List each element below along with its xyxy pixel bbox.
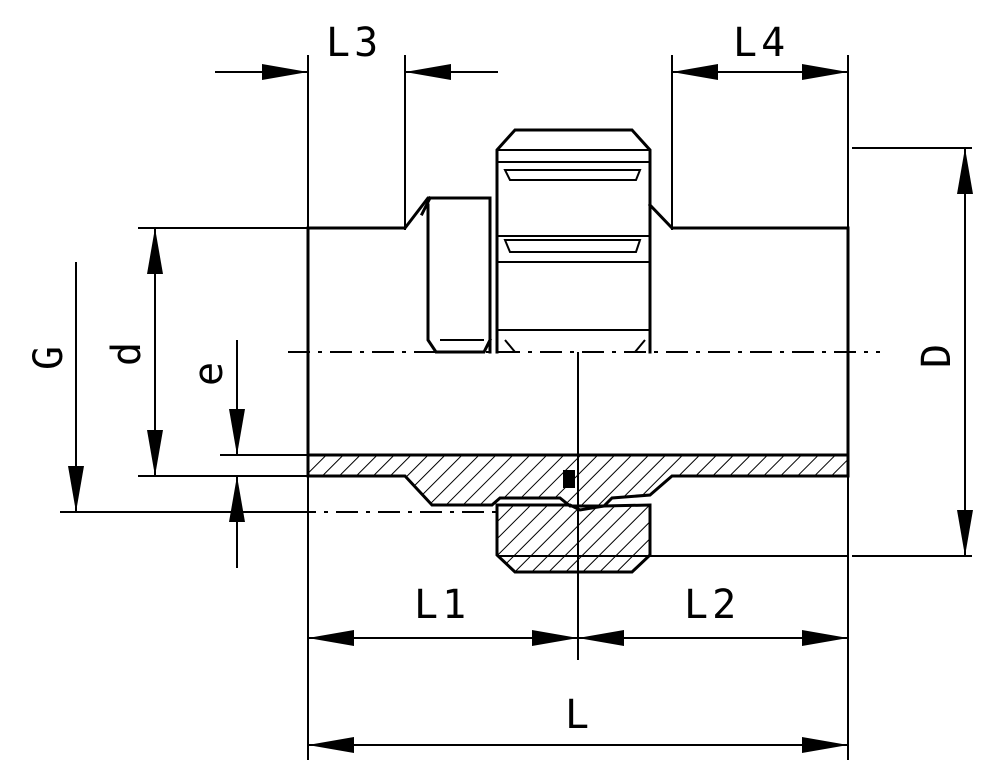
label-L4: L4 [733,20,789,66]
extension-lines [60,55,972,760]
dimension-lines [68,64,973,753]
seal-ring [563,470,575,488]
fitting-body [306,128,850,478]
label-L2: L2 [684,582,740,628]
label-G: G [26,342,72,370]
label-L3: L3 [326,20,382,66]
label-e: e [186,358,232,386]
label-d: d [104,338,150,366]
label-L1: L1 [414,582,470,628]
label-D: D [914,340,960,368]
section-hatch [306,453,850,574]
label-L: L [565,692,593,738]
